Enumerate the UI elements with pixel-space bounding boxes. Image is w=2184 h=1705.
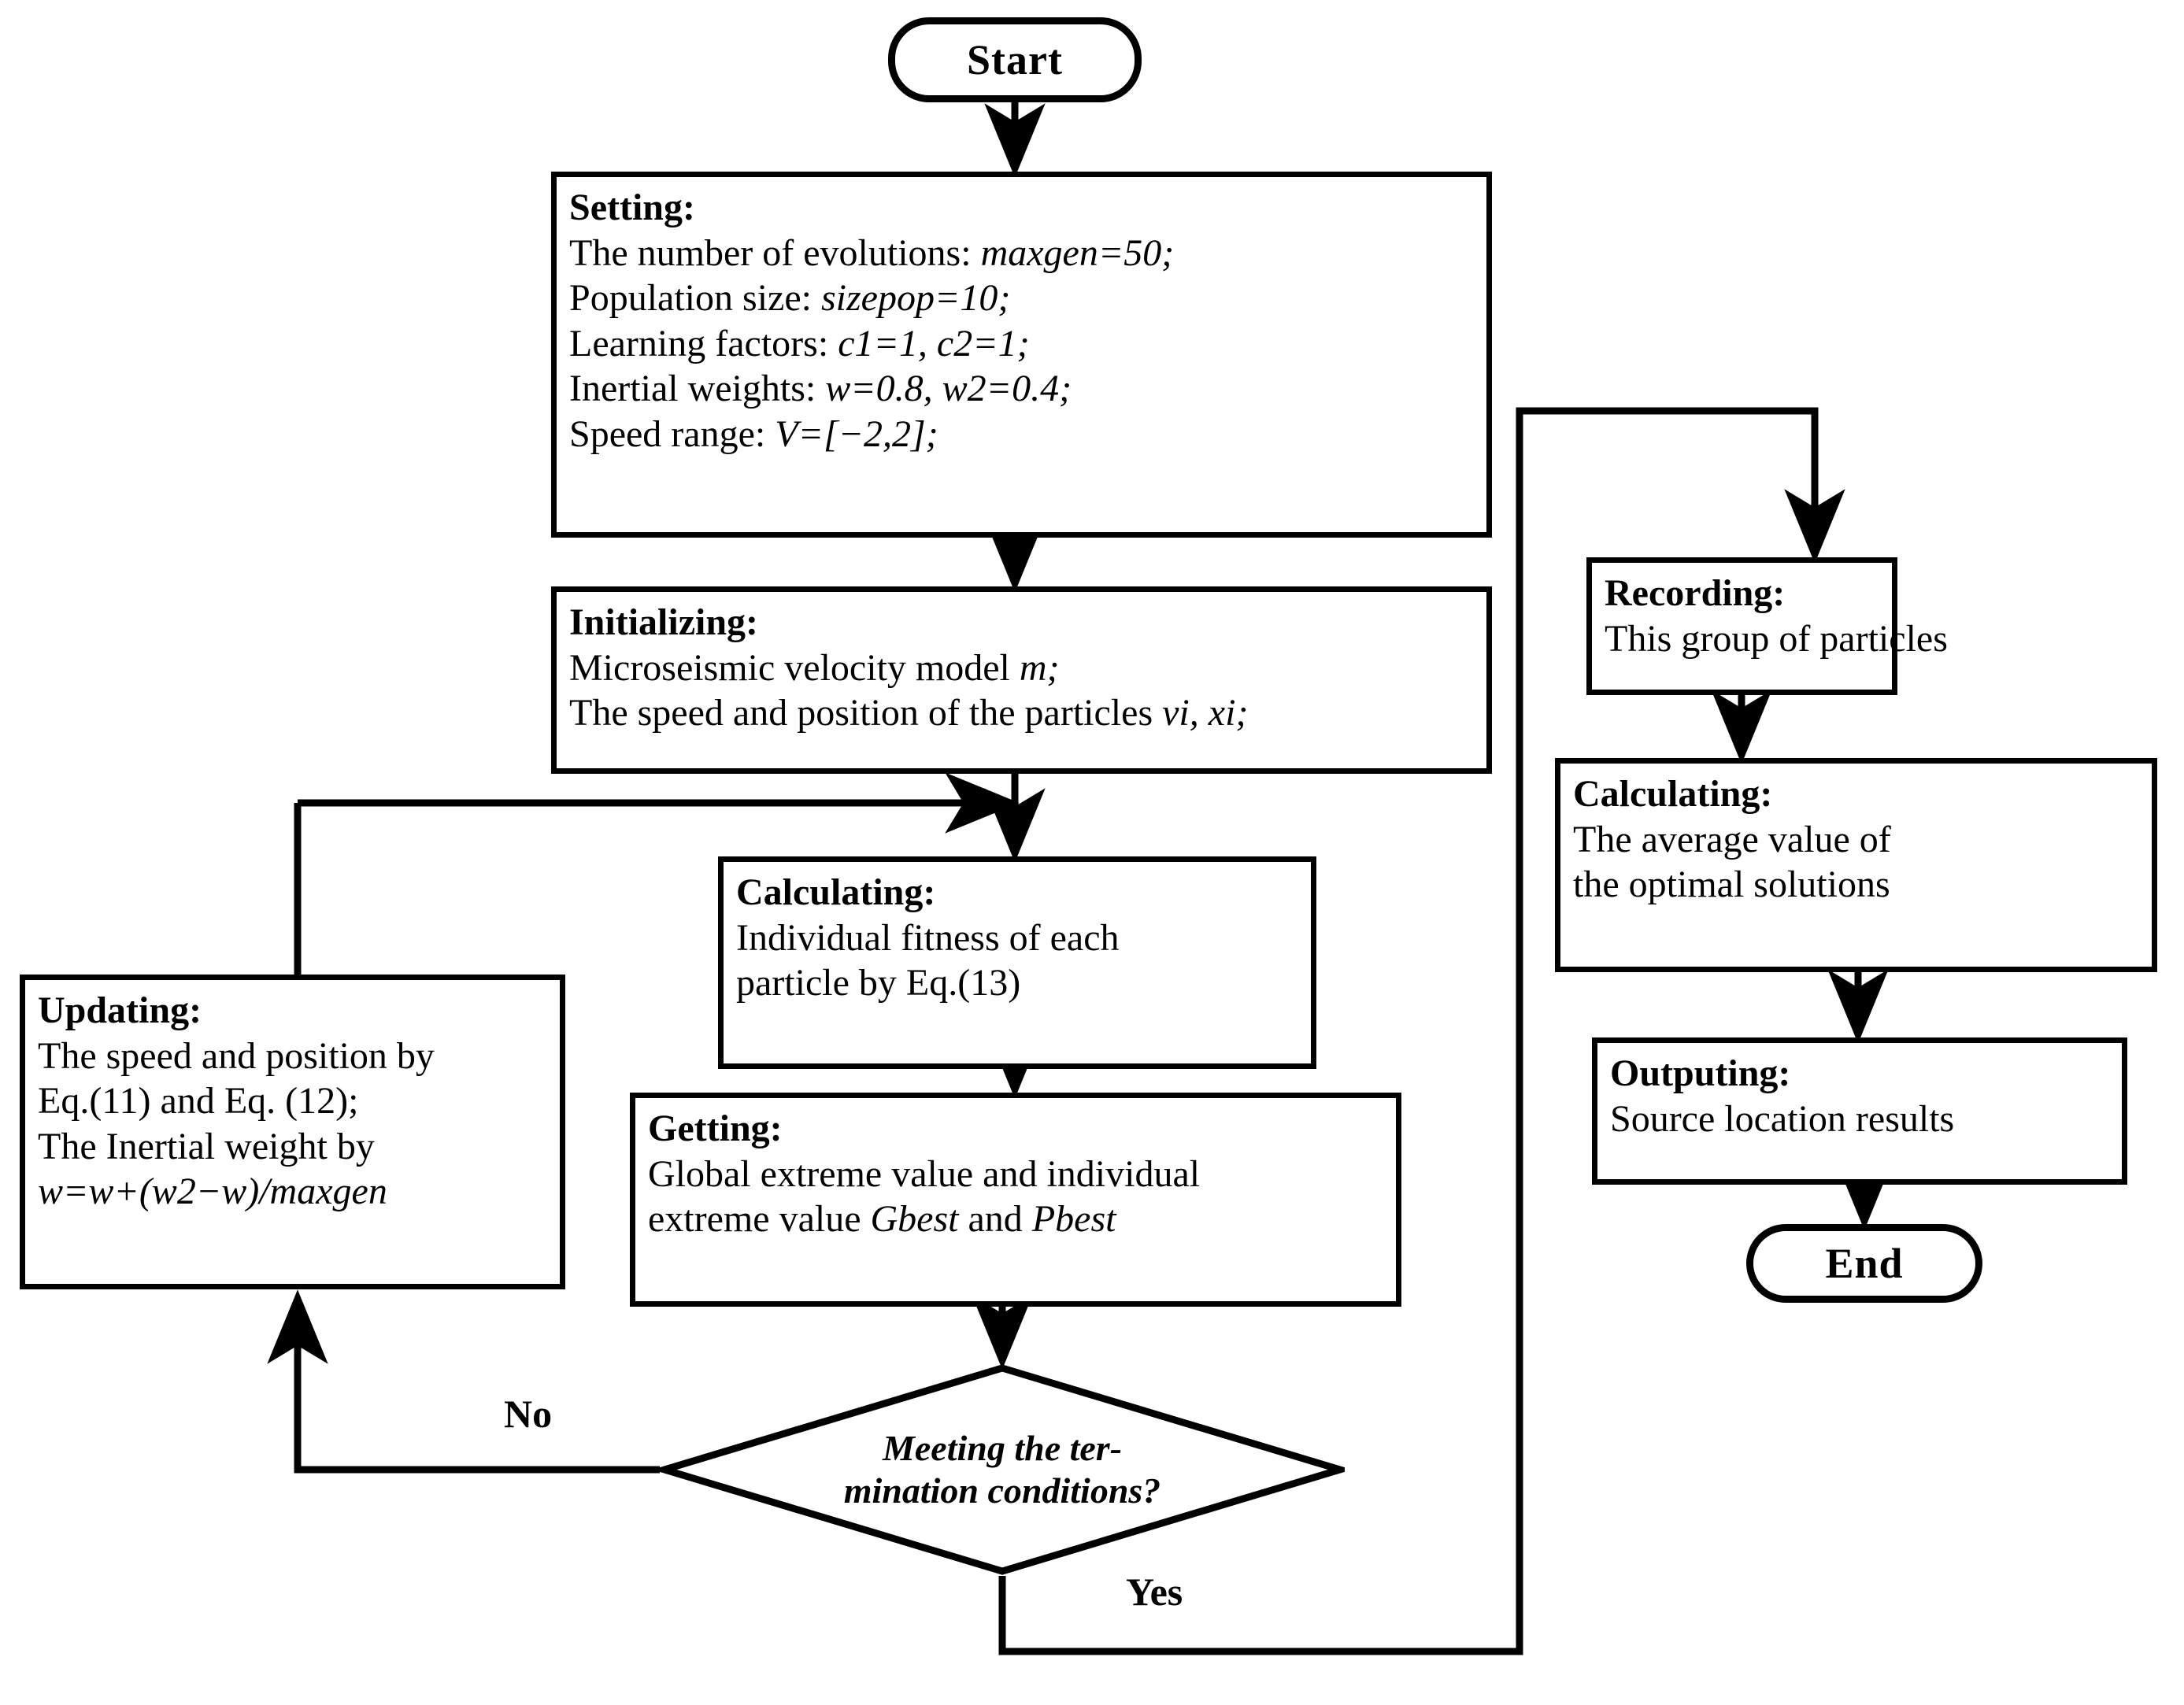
node-setting-line-1: The number of evolutions: maxgen=50; (569, 231, 1175, 274)
node-getting-title: Getting: (648, 1108, 783, 1149)
node-getting-line-1: Global extreme value and individual (648, 1152, 1201, 1195)
node-setting-title: Setting: (569, 187, 695, 228)
node-getting-line-2: extreme value Gbest and Pbest (648, 1198, 1116, 1241)
node-end-label: End (1825, 1239, 1904, 1287)
node-setting-line-4: Inertial weights: w=0.8, w2=0.4; (569, 368, 1072, 410)
node-getting[interactable]: Getting: Global extreme value and indivi… (630, 1093, 1401, 1307)
node-initializing-line-2: The speed and position of the particles … (569, 692, 1249, 734)
node-updating-line-3: The Inertial weight by (38, 1125, 375, 1167)
node-setting-line-5: Speed range: V=[−2,2]; (569, 412, 938, 455)
node-initializing-title: Initializing: (569, 601, 759, 643)
node-decision-line-2: mination conditions? (843, 1470, 1161, 1511)
node-recording[interactable]: Recording: This group of particles (1586, 557, 1948, 695)
node-recording-title: Recording: (1605, 572, 1786, 614)
node-calculating-right-line-2: the optimal solutions (1573, 864, 1890, 906)
node-calculating-center[interactable]: Calculating: Individual fitness of each … (718, 856, 1316, 1069)
node-updating[interactable]: Updating: The speed and position by Eq.(… (20, 975, 565, 1289)
node-updating-line-1: The speed and position by (38, 1034, 435, 1077)
node-decision-line-1: Meeting the ter- (882, 1427, 1123, 1468)
node-recording-line-1: This group of particles (1605, 617, 1948, 660)
node-start-label: Start (967, 35, 1063, 83)
node-decision-text: Meeting the ter- mination conditions? (844, 1427, 1161, 1513)
node-end[interactable]: End (1746, 1224, 1982, 1303)
diamond-shape-icon (660, 1364, 1345, 1575)
node-calculating-right-title: Calculating: (1573, 773, 1773, 815)
node-start[interactable]: Start (888, 17, 1142, 102)
node-initializing[interactable]: Initializing: Microseismic velocity mode… (551, 586, 1492, 774)
node-updating-line-4: w=w+(w2−w)/maxgen (38, 1171, 387, 1213)
edge-no-branch (267, 1289, 660, 1474)
node-calculating-right-line-1: The average value of (1573, 818, 1891, 860)
edge-label-yes: Yes (1126, 1570, 1183, 1614)
node-updating-line-2: Eq.(11) and Eq. (12); (38, 1080, 359, 1122)
node-setting-line-3: Learning factors: c1=1, c2=1; (569, 322, 1030, 364)
node-decision[interactable]: Meeting the ter- mination conditions? (660, 1363, 1345, 1576)
node-calculating-right[interactable]: Calculating: The average value of the op… (1555, 758, 2157, 972)
node-setting-line-2: Population size: sizepop=10; (569, 277, 1011, 320)
edge-label-no: No (504, 1392, 553, 1436)
node-outputing[interactable]: Outputing: Source location results (1592, 1037, 2127, 1185)
node-calculating-center-line-2: particle by Eq.(13) (736, 962, 1021, 1004)
node-calculating-center-title: Calculating: (736, 871, 936, 913)
node-updating-title: Updating: (38, 989, 202, 1031)
node-calculating-center-line-1: Individual fitness of each (736, 916, 1120, 959)
node-setting[interactable]: Setting: The number of evolutions: maxge… (551, 172, 1492, 538)
node-initializing-line-1: Microseismic velocity model m; (569, 646, 1060, 689)
node-outputing-line-1: Source location results (1610, 1097, 1955, 1140)
node-outputing-title: Outputing: (1610, 1052, 1791, 1094)
